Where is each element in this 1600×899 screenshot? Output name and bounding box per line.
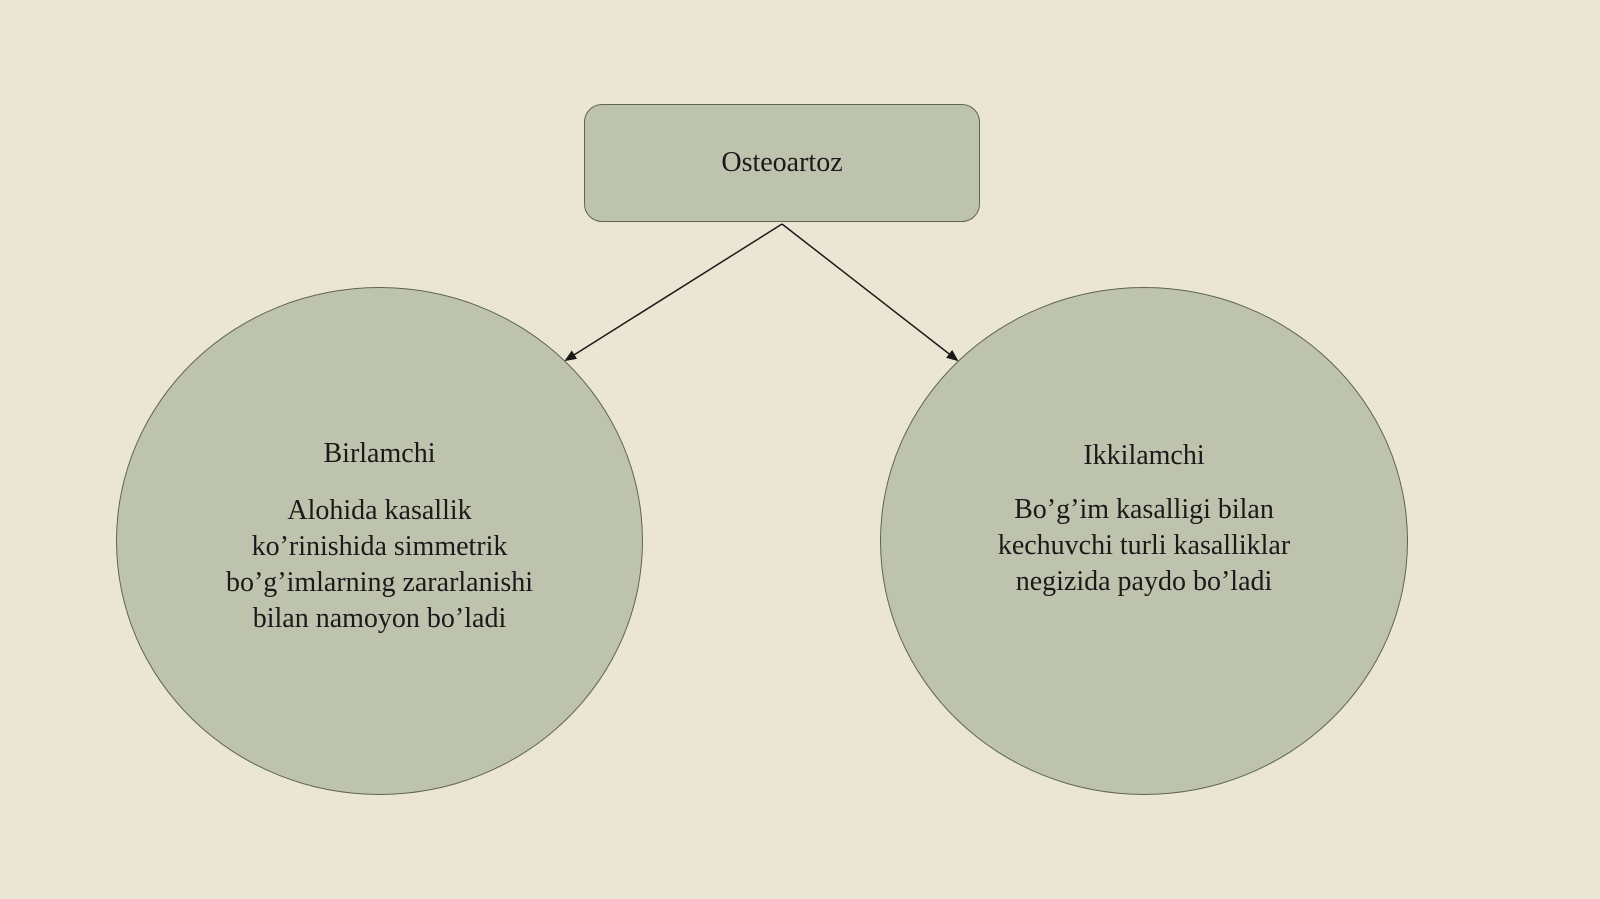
- description-line: kechuvchi turli kasalliklar: [997, 530, 1291, 561]
- child-node-birlamchi: Birlamchi Alohida kasallik ko’rinishida …: [116, 287, 643, 795]
- description-line: ko’rinishida simmetrik: [251, 531, 508, 562]
- arrow-to-birlamchi: [564, 223, 783, 362]
- description-line: Alohida kasallik: [287, 495, 472, 526]
- root-node-label: Osteoartoz: [721, 147, 843, 178]
- child-node-title: Ikkilamchi: [1083, 440, 1205, 471]
- root-node: Osteoartoz: [584, 104, 980, 222]
- child-node-title: Birlamchi: [323, 438, 436, 469]
- child-node-description: Bo’g’im kasalligi bilan kechuvchi turli …: [941, 492, 1347, 600]
- description-line: Bo’g’im kasalligi bilan: [1014, 494, 1274, 525]
- child-node-ikkilamchi: Ikkilamchi Bo’g’im kasalligi bilan kechu…: [880, 287, 1408, 795]
- child-node-description: Alohida kasallik ko’rinishida simmetrik …: [177, 493, 582, 637]
- arrow-to-ikkilamchi: [781, 223, 959, 362]
- description-line: negizida paydo bo’ladi: [1015, 566, 1273, 597]
- description-line: bilan namoyon bo’ladi: [252, 603, 507, 634]
- description-line: bo’g’imlarning zararlanishi: [225, 567, 534, 598]
